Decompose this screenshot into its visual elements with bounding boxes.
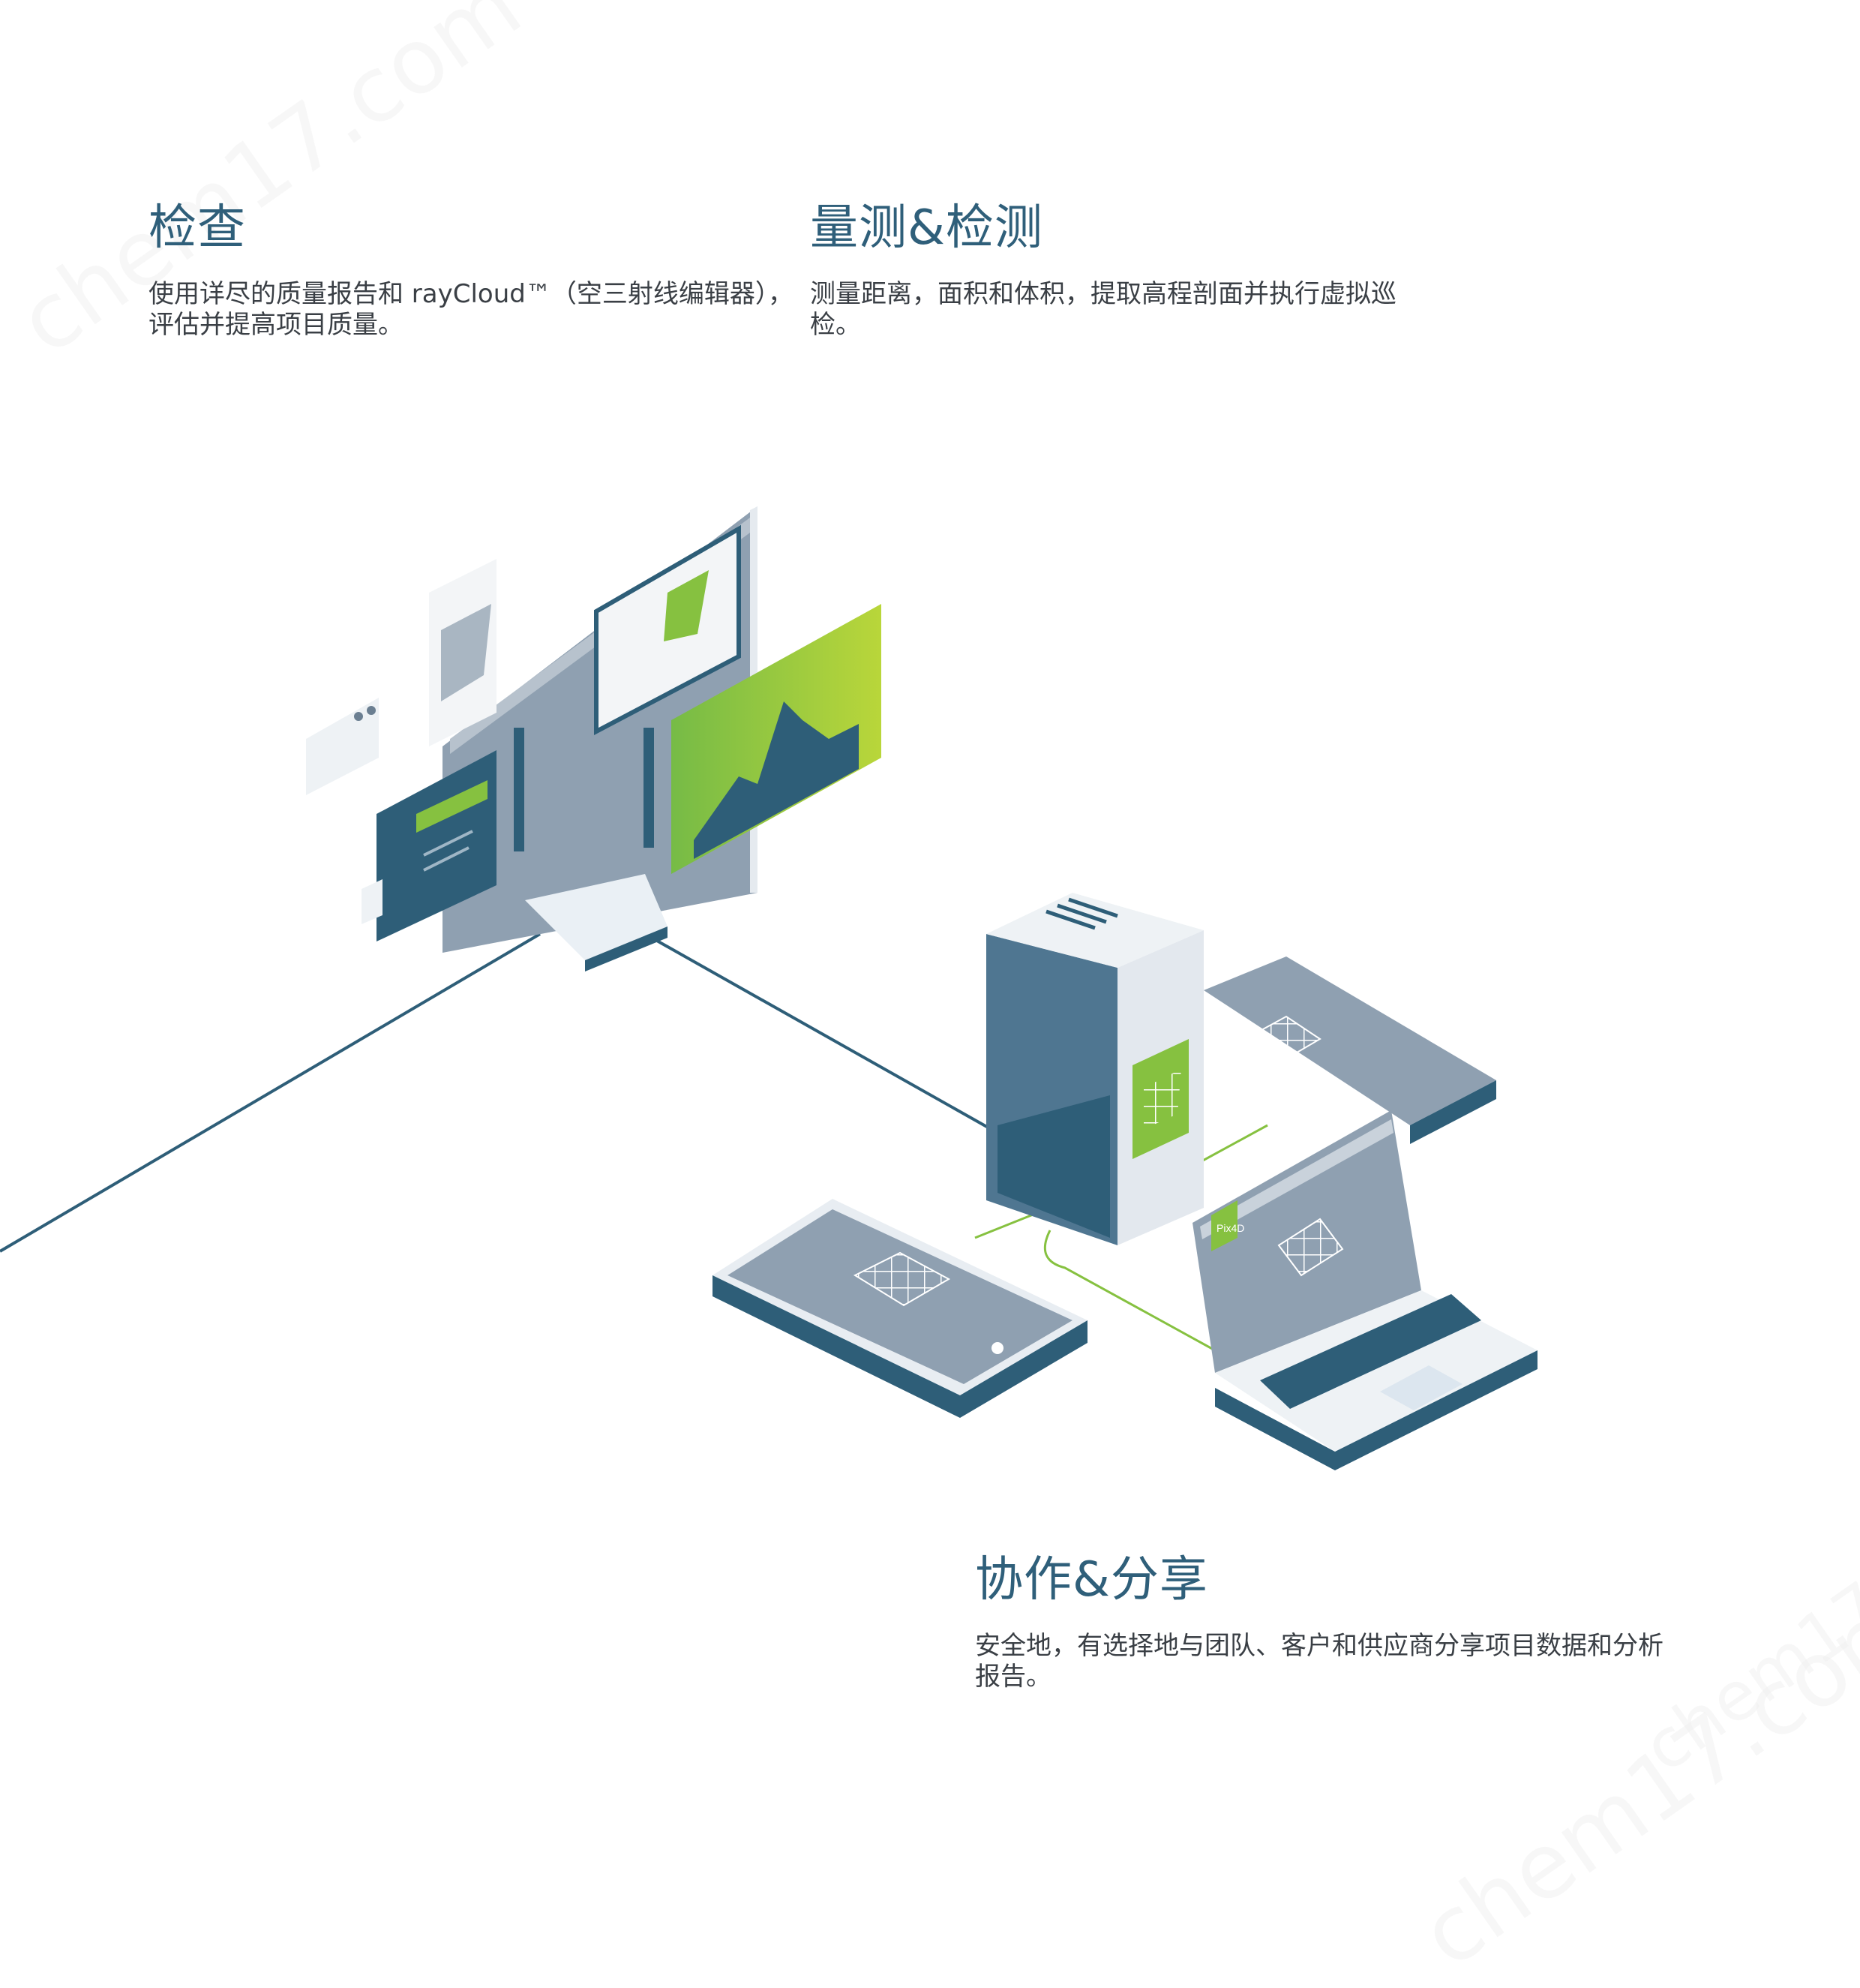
tablet-icon bbox=[712, 1199, 1088, 1418]
connection-lines bbox=[0, 932, 1268, 1352]
network-illustration: Pix4D bbox=[0, 506, 1538, 1470]
monitor-icon bbox=[306, 506, 881, 971]
section-title: 协作&分享 bbox=[975, 1552, 1208, 1608]
tablet-icon bbox=[1204, 956, 1496, 1144]
laptop-icon: Pix4D bbox=[1192, 1110, 1538, 1470]
section-measure: 量测&检测 测量距离，面积和体积，提取高程剖面并执行虚拟巡检。 bbox=[810, 200, 1440, 341]
section-share: 协作&分享 安全地，有选择地与团队、客户和供应商分享项目数据和分析报告。 bbox=[975, 1552, 1680, 1693]
chart-panel-icon bbox=[671, 604, 881, 874]
section-title: 检查 bbox=[148, 200, 246, 256]
section-body: 使用详尽的质量报告和 rayCloud™（空三射线编辑器），评估并提高项目质量。 bbox=[148, 278, 794, 341]
section-title: 量测&检测 bbox=[810, 200, 1043, 256]
section-body: 安全地，有选择地与团队、客户和供应商分享项目数据和分析报告。 bbox=[975, 1630, 1664, 1692]
section-inspect: 检查 使用详尽的质量报告和 rayCloud™（空三射线编辑器），评估并提高项目… bbox=[148, 200, 808, 341]
map-panel-icon bbox=[594, 524, 741, 735]
section-body: 测量距离，面积和体积，提取高程剖面并执行虚拟巡检。 bbox=[810, 278, 1396, 341]
laptop-badge: Pix4D bbox=[1216, 1222, 1244, 1234]
server-icon bbox=[986, 893, 1204, 1245]
